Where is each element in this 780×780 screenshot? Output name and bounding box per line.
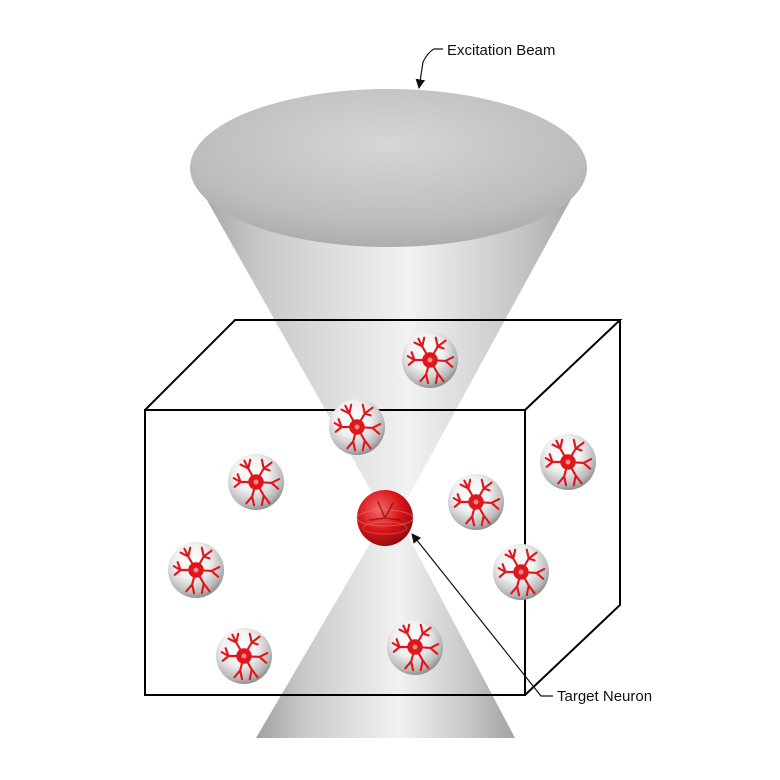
- beam-lower-cone: [256, 530, 515, 738]
- neuron-sphere-6: [168, 542, 224, 598]
- neuron-sphere-3: [228, 454, 284, 510]
- neuron-sphere-4: [448, 474, 504, 530]
- neuron-sphere-5: [540, 434, 596, 490]
- neuron-sphere-9: [387, 619, 443, 675]
- excitation-beam-label: Excitation Beam: [447, 42, 555, 59]
- target-neuron-leader: [411, 533, 553, 697]
- neuron-sphere-1: [402, 332, 458, 388]
- neuron-sphere-8: [216, 628, 272, 684]
- target-neuron-label: Target Neuron: [557, 688, 652, 705]
- neuron-sphere-7: [493, 544, 549, 600]
- excitation-beam-leader: [415, 48, 443, 89]
- target-neuron-callout: Target Neuron: [411, 533, 652, 705]
- box-top-face: [144, 319, 623, 411]
- neuron-sphere-2: [329, 399, 385, 455]
- excitation-beam-callout: Excitation Beam: [415, 42, 555, 89]
- beam-top-opening: [190, 89, 587, 247]
- excitation-beam: [190, 89, 587, 738]
- target-neuron-sphere: [356, 490, 414, 546]
- beam-upper-cone: [190, 170, 587, 512]
- box-right-face: [524, 320, 621, 696]
